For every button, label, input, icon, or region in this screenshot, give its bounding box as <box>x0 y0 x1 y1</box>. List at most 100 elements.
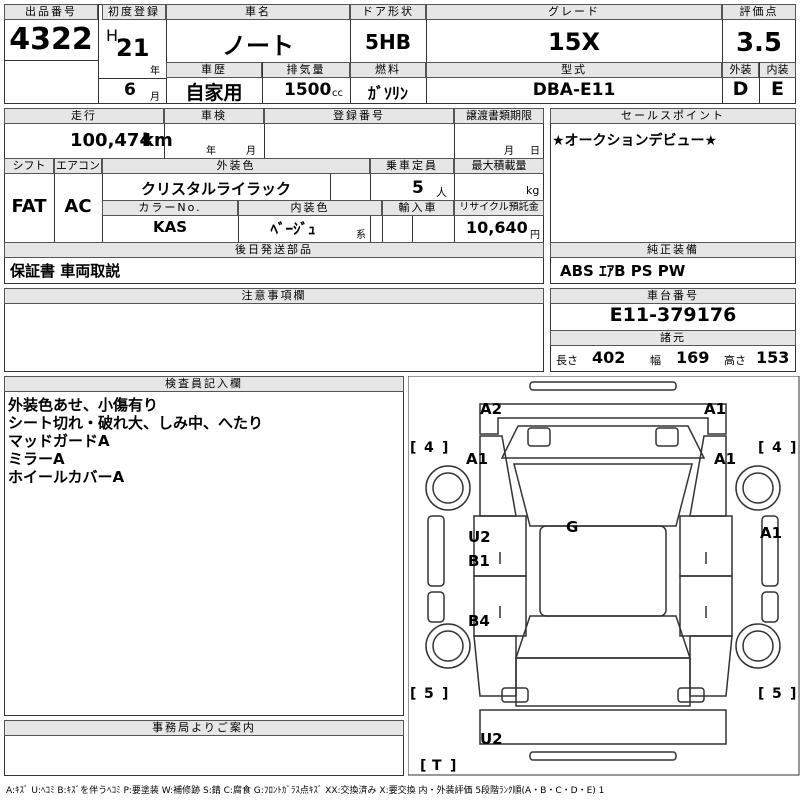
svg-text:[: [ <box>758 686 764 702</box>
car-name-label: 車名 <box>166 4 350 20</box>
rear-right-quarter <box>689 635 733 697</box>
tire-rear-right <box>735 623 781 669</box>
interior-color: ﾍﾞｰｼﾞｭ <box>270 220 316 238</box>
door-label: ドア形状 <box>350 4 426 20</box>
inspector-line: 外装色あせ、小傷有り <box>8 396 159 414</box>
hood <box>500 425 706 459</box>
color-no: KAS <box>152 218 188 236</box>
lot-no: 4322 <box>9 22 93 57</box>
rear-left-quarter <box>473 635 517 697</box>
import-label: 輸入車 <box>382 200 454 216</box>
later-parts: 保証書 車両取説 <box>10 262 121 280</box>
mark-door-fl2: B1 <box>468 552 490 570</box>
tire-front-right <box>735 465 781 511</box>
recycle: 10,640 <box>466 218 528 237</box>
svg-text:]: ] <box>442 440 448 456</box>
mileage-unit: km <box>142 130 173 151</box>
legend: A:ｷｽﾞ U:ﾍｺﾐ B:ｷｽﾞを伴うﾍｺﾐ P:要塗装 W:補修跡 S:錆 … <box>6 786 605 796</box>
tire-front-left <box>425 465 471 511</box>
rear-bumper <box>529 751 677 761</box>
displacement-unit: cc <box>332 88 343 99</box>
rear-outline <box>479 709 727 745</box>
height-label: 高さ <box>724 354 746 367</box>
recycle-unit: 円 <box>530 230 540 241</box>
spare-value: T <box>432 758 442 774</box>
svg-text:[: [ <box>410 686 416 702</box>
fuel: ｶﾞｿﾘﾝ <box>367 84 408 103</box>
sales-point-label: セールスポイント <box>550 108 796 124</box>
first-reg-label: 初度登録 <box>102 4 166 20</box>
sales-point: ★オークションデビュー★ <box>552 133 718 149</box>
specs-label: 諸元 <box>550 330 796 346</box>
width: 169 <box>676 348 710 367</box>
tire-rear-left <box>425 623 471 669</box>
exterior-score: D <box>732 78 749 100</box>
interior-label: 内装 <box>759 62 796 78</box>
year-unit: 年 <box>150 66 160 77</box>
left-rear-door <box>473 575 527 637</box>
shift: FAT <box>11 196 47 217</box>
interior-color-label: 内装色 <box>238 200 382 216</box>
door: 5HB <box>365 30 411 54</box>
later-parts-label: 後日発送部品 <box>4 242 544 258</box>
capacity-label: 乗車定員 <box>370 158 454 174</box>
width-label: 幅 <box>650 354 661 367</box>
car-name: ノート <box>222 32 294 60</box>
grade: 15X <box>548 28 600 56</box>
inspection-label: 車検 <box>164 108 264 124</box>
inspector-box <box>4 376 404 716</box>
mark-front-left: A2 <box>480 400 502 418</box>
insp-year-unit: 年 <box>206 146 216 157</box>
mark-roof: G <box>566 518 578 536</box>
inspector-line: シート切れ・破れ大、しみ中、へたり <box>8 414 264 432</box>
exterior-label: 外装 <box>722 62 759 78</box>
tire-fr-value: 4 <box>772 440 782 456</box>
usage-label: 車歴 <box>166 62 262 78</box>
ac-label: エアコン <box>54 158 102 174</box>
svg-text:]: ] <box>450 758 456 774</box>
tire-fl-value: 4 <box>424 440 434 456</box>
length-label: 長さ <box>556 354 578 367</box>
svg-text:[: [ <box>758 440 764 456</box>
shift-label: シフト <box>4 158 54 174</box>
mark-rear: U2 <box>480 730 503 748</box>
displacement: 1500 <box>284 80 332 100</box>
inspector-label: 検査員記入欄 <box>4 376 404 392</box>
svg-text:]: ] <box>790 686 796 702</box>
interior-color-unit: 系 <box>356 230 366 241</box>
transfer-month-unit: 月 <box>504 146 514 157</box>
color: クリスタルライラック <box>140 180 291 198</box>
load-label: 最大積載量 <box>454 158 544 174</box>
inspector-line: ミラーA <box>8 450 65 468</box>
right-rear-door <box>679 575 733 637</box>
equipment-label: 純正装備 <box>550 242 796 258</box>
capacity-unit: 人 <box>436 186 447 199</box>
office-label: 事務局よりご案内 <box>4 720 404 736</box>
fuel-label: 燃料 <box>350 62 426 78</box>
svg-text:]: ] <box>790 440 796 456</box>
svg-text:]: ] <box>442 686 448 702</box>
header-row <box>4 4 796 104</box>
load-unit: kg <box>526 184 540 197</box>
mark-fender-right: A1 <box>714 450 736 468</box>
capacity: 5 <box>412 178 424 198</box>
usage: 自家用 <box>185 82 243 104</box>
model-label: 型式 <box>426 62 722 78</box>
length: 402 <box>592 348 626 367</box>
transfer-label: 譲渡書類期限 <box>454 108 544 124</box>
color-no-label: カラーNo. <box>102 200 238 216</box>
mark-door-rl: B4 <box>468 612 490 630</box>
era: H <box>106 26 119 45</box>
chassis-label: 車台番号 <box>550 288 796 304</box>
windshield <box>513 463 693 527</box>
reg-month: 6 <box>124 80 136 100</box>
car-damage-diagram: A2 A1 A1 A1 G A1 U2 B1 B4 U2 [4] [4] [5]… <box>408 376 800 776</box>
model: DBA-E11 <box>532 80 616 100</box>
score: 3.5 <box>735 28 783 58</box>
equipment: ABS ｴｱB PS PW <box>560 262 686 280</box>
reg-year: 21 <box>116 34 150 62</box>
month-unit: 月 <box>150 92 160 103</box>
regno-label: 登録番号 <box>264 108 454 124</box>
inspector-line: ホイールカバーA <box>8 468 125 486</box>
height: 153 <box>756 348 790 367</box>
